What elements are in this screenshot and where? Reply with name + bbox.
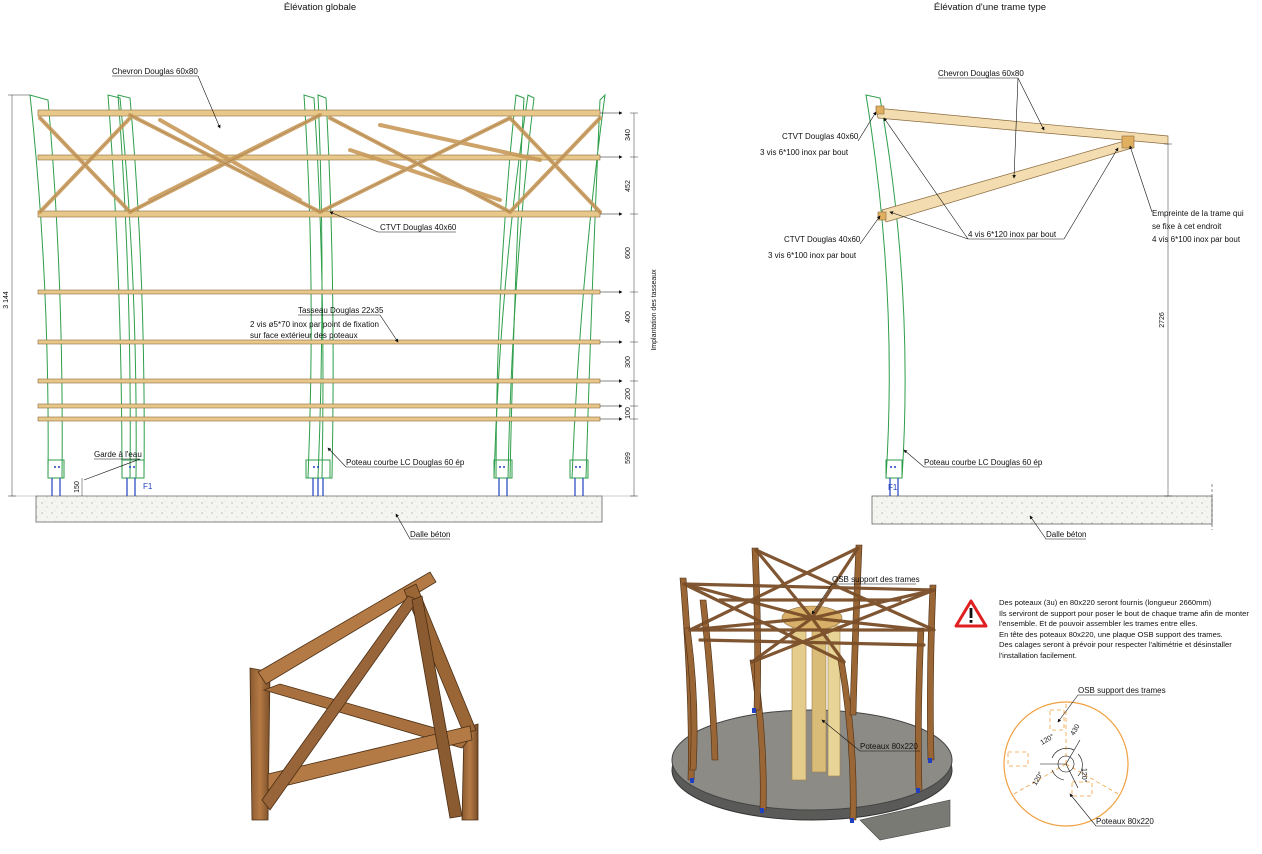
right-chevrons	[875, 107, 1169, 223]
frame-3d-render	[249, 571, 479, 821]
warning-line: l'ensemble. Et de pouvoir assembler les …	[999, 619, 1198, 628]
angle-3: 120°	[1080, 768, 1088, 783]
osb-label: OSB support des trames	[832, 575, 920, 584]
ctvt-label: CTVT Douglas 40x60	[380, 223, 457, 232]
left-dalle-label: Dalle béton	[410, 530, 450, 539]
osb-detail: 120° 120° 120° 430 OSB support des trame…	[1003, 686, 1166, 827]
empreinte-1: Empreinte de la trame qui	[1152, 209, 1244, 218]
chevron-label: Chevron Douglas 60x80	[112, 67, 198, 76]
left-title: Élévation globale	[284, 2, 356, 13]
garde-label: Garde à l'eau	[94, 450, 142, 459]
ctvt-top-1: CTVT Douglas 40x60	[782, 132, 859, 141]
ctvt-mid-1: CTVT Douglas 40x60	[784, 235, 861, 244]
detail-osb-label: OSB support des trames	[1078, 686, 1166, 695]
warning-line: Ils serviront de support pour poser le b…	[999, 608, 1249, 618]
left-slab	[35, 495, 603, 523]
pavilion-3d-render: OSB support des trames Poteaux 80x220	[671, 544, 953, 841]
vis-label: 4 vis 6*120 inox par bout	[968, 230, 1057, 239]
tasseau-note-1: 2 vis ø5*70 inox par point de fixation	[250, 320, 379, 329]
left-elevation: 340 452 600 400 300 200 100 599 Implanta…	[3, 67, 658, 540]
right-post	[865, 94, 906, 479]
warning-line: l'installation facilement.	[999, 650, 1077, 660]
warning-line: Des calages seront à prévoir pour respec…	[999, 640, 1232, 649]
left-poteau-label: Poteau courbe LC Douglas 60 ép	[346, 458, 465, 467]
dim-452: 452	[625, 180, 632, 192]
dim-100: 100	[625, 407, 632, 419]
ctvt-top-2: 3 vis 6*100 inox par bout	[760, 148, 849, 157]
dim-400: 400	[625, 311, 632, 323]
len-430: 430	[1070, 723, 1082, 737]
dim-300: 300	[625, 356, 632, 368]
right-chevron-label: Chevron Douglas 60x80	[938, 69, 1024, 78]
warning-note: Des poteaux (3u) en 80x220 seront fourni…	[999, 598, 1261, 661]
tasseau-note-2: sur face extérieur des poteaux	[250, 331, 358, 340]
total-height: 3 144	[3, 291, 10, 309]
warning-triangle-icon	[954, 599, 988, 628]
dim-600: 600	[625, 247, 632, 259]
garde-dim: 150	[74, 481, 81, 493]
right-poteau-label: Poteau courbe LC Douglas 60 ép	[924, 458, 1043, 467]
poteaux-label: Poteaux 80x220	[860, 742, 918, 751]
left-rails	[37, 109, 601, 422]
angle-2: 120°	[1031, 770, 1045, 787]
detail-poteaux-label: Poteaux 80x220	[1096, 817, 1154, 826]
empreinte-2: se fixe à cet endroit	[1152, 222, 1222, 231]
right-height-dim: 2726	[1159, 312, 1166, 328]
right-slab	[871, 495, 1213, 525]
side-label: Implantation des tasseaux	[651, 269, 658, 351]
left-f1: F1	[143, 482, 153, 491]
dim-599: 599	[625, 452, 632, 464]
dim-200: 200	[625, 388, 632, 400]
ctvt-mid-2: 3 vis 6*100 inox par bout	[768, 251, 857, 260]
warning-line: En tête des poteaux 80x220, une plaque O…	[999, 629, 1223, 639]
dim-340: 340	[625, 129, 632, 141]
angle-1: 120°	[1039, 732, 1056, 746]
right-title: Élévation d'une trame type	[934, 2, 1046, 13]
tasseau-label: Tasseau Douglas 22x35	[298, 306, 384, 315]
empreinte-3: 4 vis 6*100 inox par bout	[1152, 235, 1241, 244]
warning-line: Des poteaux (3u) en 80x220 seront fourni…	[999, 598, 1212, 607]
right-f1: F1	[888, 483, 898, 492]
right-dalle-label: Dalle béton	[1046, 530, 1086, 539]
right-elevation: 2726 Chevron Douglas 60x80 CTVT Douglas …	[760, 69, 1244, 540]
